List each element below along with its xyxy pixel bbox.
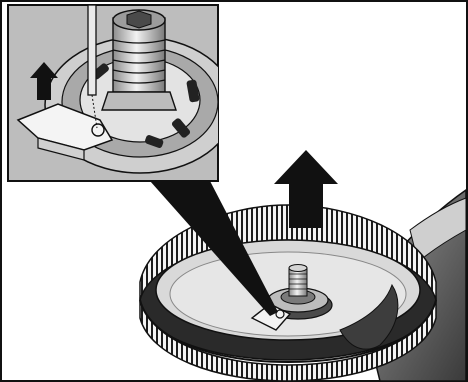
screwdriver-icon [88, 5, 96, 95]
spindle-shaft [289, 268, 307, 296]
hex-socket-icon [127, 11, 151, 28]
inset-view [8, 5, 235, 181]
spindle-top [289, 265, 307, 272]
inset-spindle-nut [102, 92, 176, 110]
